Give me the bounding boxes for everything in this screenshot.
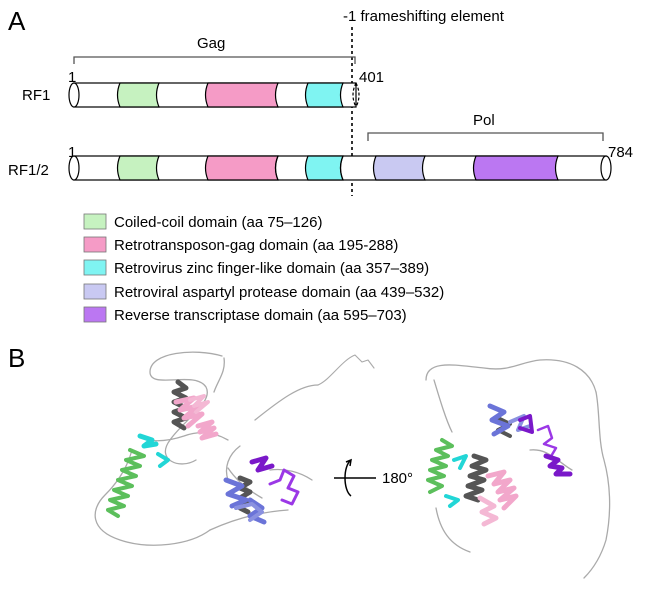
rf12-zinc-finger-segment: [304, 155, 344, 181]
rotation-arrow-icon: [334, 458, 376, 497]
legend-label-zinc-finger: Retrovirus zinc finger-like domain (aa 3…: [114, 260, 429, 277]
rf12-bar: [68, 155, 612, 181]
structure-right: [425, 359, 611, 579]
rf12-coiled-coil-segment: [116, 155, 160, 181]
rf1-bar: [68, 82, 360, 108]
legend: Coiled-coil domain (aa 75–126) Retrotran…: [83, 213, 444, 324]
legend-swatch-rt: [83, 306, 107, 323]
rf1-start: 1: [68, 69, 76, 86]
pol-bracket: [367, 132, 604, 141]
legend-swatch-coiled-coil: [83, 213, 107, 230]
structure-left: [94, 351, 375, 546]
gag-bracket: [73, 56, 356, 64]
pol-label: Pol: [473, 112, 495, 129]
legend-swatch-zinc-finger: [83, 259, 107, 276]
rf12-protease-segment: [372, 155, 426, 181]
frameshift-label: -1 frameshifting element: [343, 8, 505, 25]
rf1-zinc-finger-segment: [304, 82, 344, 108]
rf1-gag-domain-segment: [204, 82, 279, 108]
legend-label-coiled-coil: Coiled-coil domain (aa 75–126): [114, 214, 322, 231]
rf12-rt-segment: [472, 155, 559, 181]
legend-label-protease: Retroviral aspartyl protease domain (aa …: [114, 284, 444, 301]
gag-label: Gag: [197, 35, 225, 52]
rf12-gag-domain-segment: [204, 155, 279, 181]
rf1-coiled-coil-segment: [116, 82, 160, 108]
legend-label-rt: Reverse transcriptase domain (aa 595–703…: [114, 307, 407, 324]
rf12-start: 1: [68, 144, 76, 161]
rf12-label: RF1/2: [8, 162, 49, 179]
rf12-end: 784: [608, 144, 633, 161]
rotation-label: 180°: [382, 470, 413, 487]
panel-b-letter: B: [8, 343, 25, 373]
rf1-label: RF1: [22, 87, 50, 104]
legend-label-gag: Retrotransposon-gag domain (aa 195-288): [114, 237, 398, 254]
panel-a-letter: A: [8, 6, 26, 36]
legend-swatch-gag: [83, 236, 107, 253]
legend-swatch-protease: [83, 283, 107, 300]
rf1-end: 401: [359, 69, 384, 86]
